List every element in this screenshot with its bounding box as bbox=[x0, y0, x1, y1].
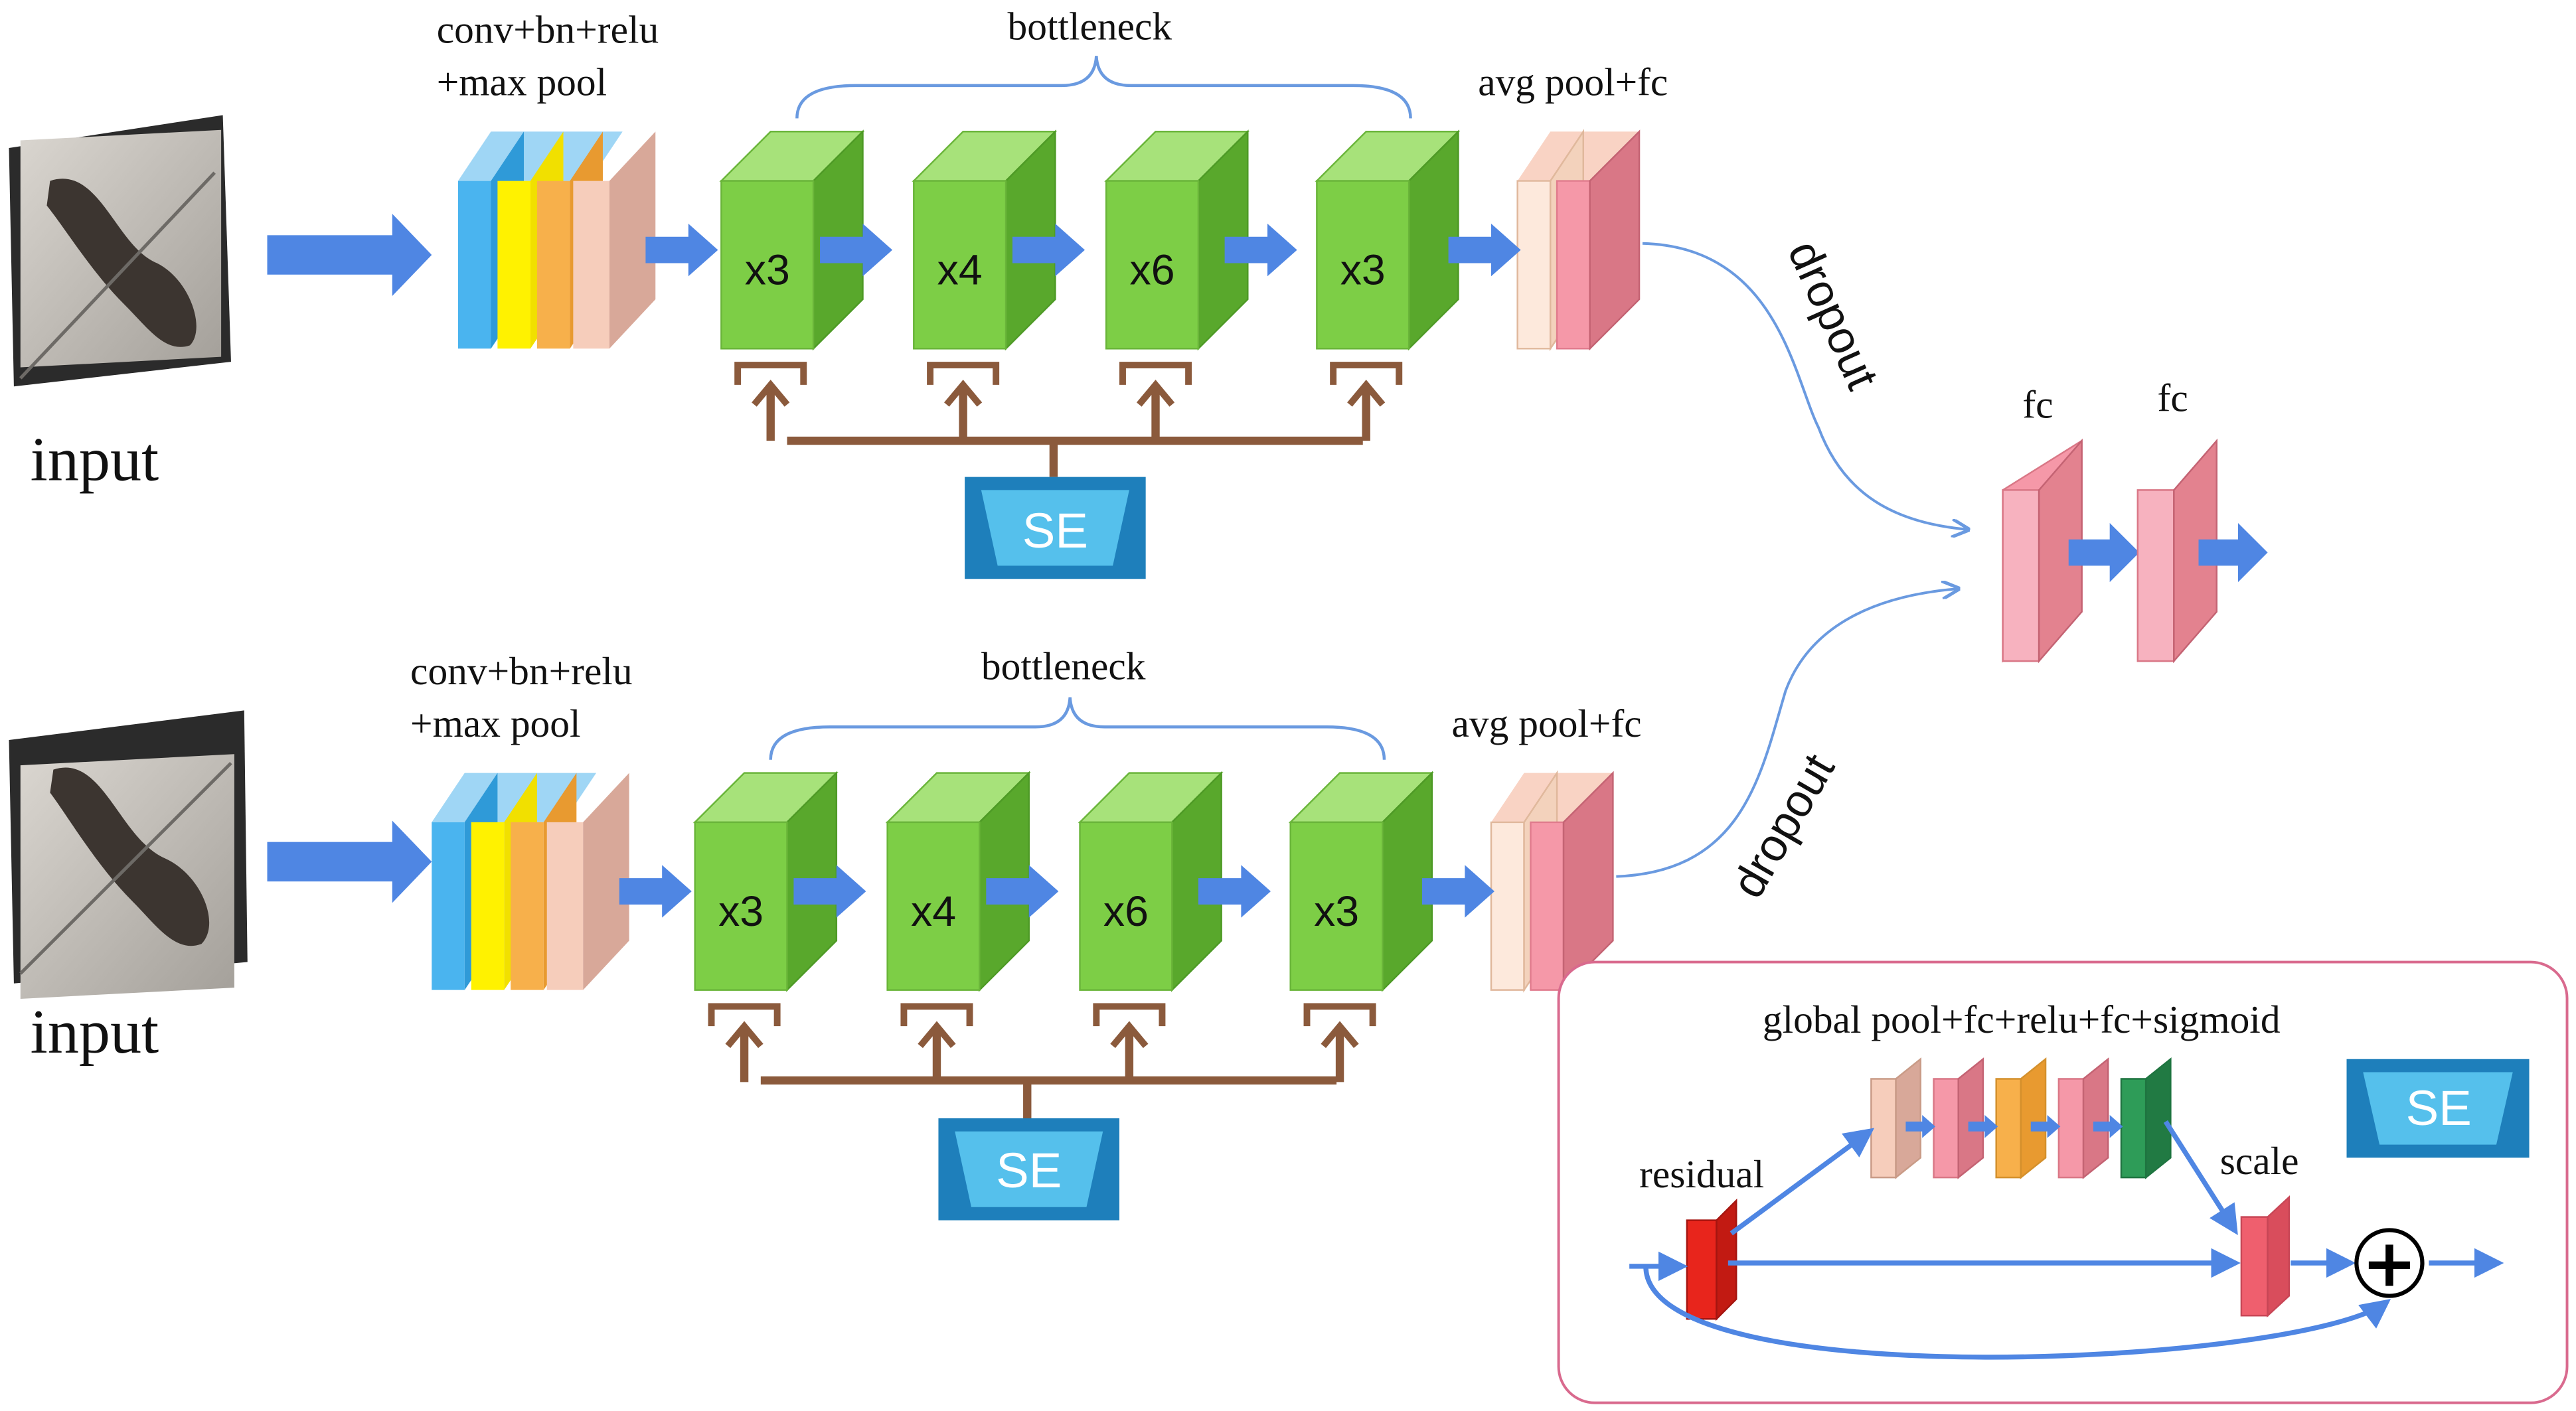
input-label: input bbox=[31, 425, 159, 494]
se-module-title: global pool+fc+relu+fc+sigmoid bbox=[1763, 998, 2281, 1041]
flow-arrow bbox=[793, 865, 866, 918]
input-image bbox=[9, 115, 231, 387]
se-module-inset: global pool+fc+relu+fc+sigmoid SE bbox=[1557, 960, 2569, 1404]
bottleneck-label: bottleneck bbox=[1008, 4, 1172, 48]
se-badge-label: SE bbox=[2406, 1080, 2472, 1136]
se-bracket bbox=[927, 362, 1000, 441]
se-layer-pool bbox=[1870, 1057, 1921, 1179]
fc-layer-pink bbox=[1530, 771, 1614, 992]
se-layer-sigmoid bbox=[2120, 1057, 2172, 1179]
flow-arrow bbox=[1012, 223, 1085, 277]
se-small-arrows bbox=[1905, 1114, 2123, 1138]
dropout-curve bbox=[1642, 242, 1969, 530]
se-label: SE bbox=[1022, 503, 1088, 558]
flow-arrow bbox=[1448, 223, 1521, 277]
fc-block-2 bbox=[2136, 438, 2217, 664]
se-bracket bbox=[900, 1003, 973, 1082]
pool-label: avg pool+fc bbox=[1478, 60, 1668, 104]
dropout-curve bbox=[1616, 589, 1958, 878]
pool-label: avg pool+fc bbox=[1452, 702, 1642, 745]
input-image bbox=[9, 710, 248, 999]
flow-arrow bbox=[1198, 865, 1271, 918]
fc-label-2: fc bbox=[2158, 376, 2188, 419]
inset-frame bbox=[1557, 960, 2569, 1404]
bottleneck-block: x6 bbox=[1078, 771, 1224, 992]
bottleneck-block: x4 bbox=[885, 771, 1031, 992]
se-connector bbox=[787, 436, 1363, 477]
branch-bottom: input conv+bn+relu +max pool bottleneck … bbox=[9, 589, 1958, 1221]
residual-block bbox=[1686, 1198, 1737, 1321]
dropout-label: dropout bbox=[1778, 233, 1889, 397]
bottleneck-block: x3 bbox=[1288, 771, 1434, 992]
bottleneck-brace bbox=[769, 697, 1386, 760]
input-arrow bbox=[267, 820, 432, 903]
bottleneck-block: x6 bbox=[1104, 129, 1250, 351]
bottleneck-blocks: x3 x4 x6 x3 x3 x4 x6 x3 bbox=[619, 129, 1521, 1082]
se-bracket bbox=[734, 362, 807, 441]
fc-arrow bbox=[2068, 522, 2140, 583]
se-bracket bbox=[1303, 1003, 1376, 1082]
add-operator bbox=[2354, 1228, 2425, 1298]
conv-label-line2: +max pool bbox=[437, 60, 607, 104]
fc-layer-pink bbox=[1556, 129, 1641, 351]
pool-stack bbox=[1516, 129, 1641, 352]
se-connector bbox=[760, 1076, 1337, 1118]
residual-label: residual bbox=[1639, 1152, 1764, 1196]
dropout-label: dropout bbox=[1722, 745, 1844, 907]
conv-label-line1: conv+bn+relu bbox=[410, 649, 633, 693]
flow-arrow bbox=[1224, 223, 1297, 277]
conv-stack bbox=[457, 131, 656, 349]
bottleneck-repeat-label: x3 bbox=[745, 246, 790, 294]
se-bracket bbox=[1330, 362, 1403, 441]
se-label: SE bbox=[996, 1143, 1062, 1198]
conv-stack bbox=[432, 773, 629, 990]
conv-layer-peach bbox=[573, 131, 656, 349]
se-bracket bbox=[1119, 362, 1192, 441]
conv-label-line2: +max pool bbox=[410, 702, 580, 745]
bottleneck-block: x3 bbox=[692, 771, 839, 992]
bottleneck-brace bbox=[795, 56, 1412, 119]
bottleneck-repeat-label: x6 bbox=[1130, 246, 1175, 294]
input-label: input bbox=[31, 998, 159, 1067]
se-bracket bbox=[1093, 1003, 1166, 1082]
fc-block-1 bbox=[2002, 438, 2083, 664]
se-block bbox=[938, 1118, 1120, 1221]
bottleneck-repeat-label: x3 bbox=[1314, 887, 1359, 935]
bottleneck-repeat-label: x4 bbox=[937, 246, 983, 294]
bottleneck-label: bottleneck bbox=[981, 644, 1146, 688]
flow-arrow bbox=[619, 865, 692, 918]
bottleneck-repeat-label: x6 bbox=[1103, 887, 1149, 935]
flow-arrow bbox=[986, 865, 1059, 918]
se-flow-arrows bbox=[1629, 1120, 2504, 1360]
bottleneck-repeat-label: x4 bbox=[911, 887, 956, 935]
se-badge bbox=[2346, 1059, 2530, 1158]
input-arrow bbox=[267, 214, 432, 297]
flow-arrow bbox=[1421, 865, 1494, 918]
fc-label-1: fc bbox=[2022, 382, 2053, 426]
se-layer-fc1 bbox=[1933, 1057, 1984, 1179]
se-layer-fc2 bbox=[2057, 1057, 2109, 1179]
bottleneck-repeat-label: x3 bbox=[1340, 246, 1386, 294]
bottleneck-block: x3 bbox=[1315, 129, 1461, 351]
se-layer-relu bbox=[1995, 1057, 2047, 1179]
conv-layer-peach bbox=[546, 773, 629, 990]
classifier-head: fc fc bbox=[2002, 376, 2268, 664]
output-arrow bbox=[2198, 522, 2268, 583]
scale-label: scale bbox=[2220, 1139, 2299, 1183]
branch-top: input conv+bn+relu +max pool bottleneck bbox=[9, 4, 1968, 579]
bottleneck-repeat-label: x3 bbox=[718, 887, 764, 935]
conv-label-line1: conv+bn+relu bbox=[437, 7, 659, 51]
flow-arrow bbox=[645, 223, 718, 277]
se-bracket bbox=[708, 1003, 781, 1082]
add-symbol: + bbox=[2362, 1226, 2417, 1302]
scale-block bbox=[2240, 1195, 2291, 1318]
flow-arrow bbox=[820, 223, 893, 277]
se-block bbox=[965, 477, 1146, 579]
pool-stack bbox=[1490, 770, 1614, 993]
bottleneck-block: x3 bbox=[719, 129, 865, 351]
